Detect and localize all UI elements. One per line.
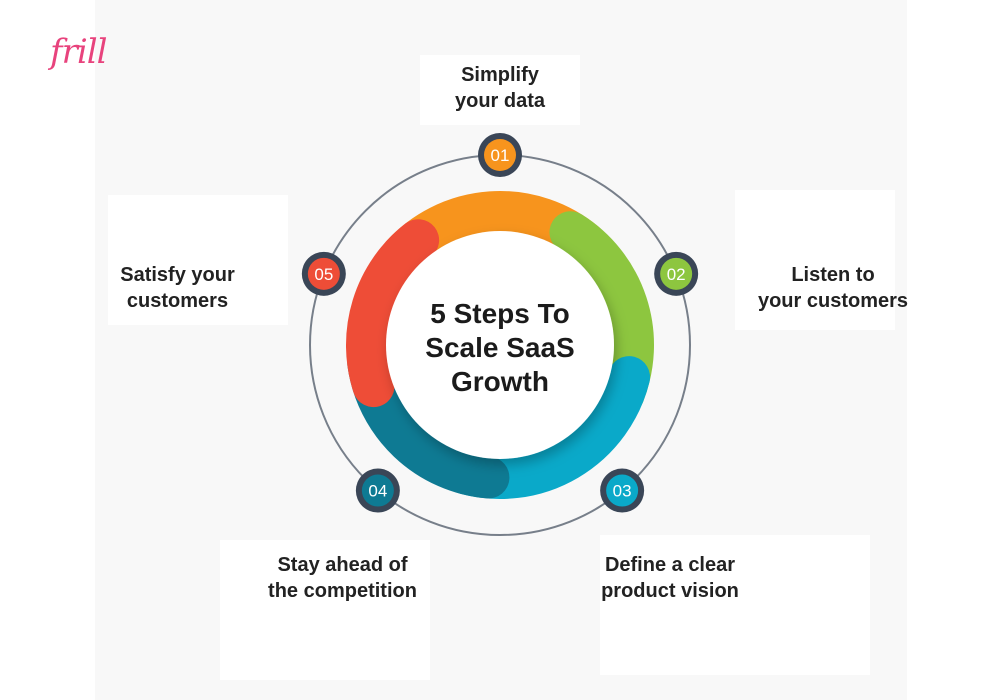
step-badge-05: 05 <box>301 251 346 296</box>
label-box-01 <box>420 55 580 125</box>
step-badge-04: 04 <box>355 468 400 513</box>
label-box-05 <box>108 195 288 325</box>
ring-segment-05 <box>346 219 440 408</box>
step-label-03: Define a clear product vision <box>580 552 760 604</box>
step-label-01: Simplify your data <box>420 62 580 114</box>
badge-number: 04 <box>368 482 387 501</box>
step-badge-03: 03 <box>600 468 645 513</box>
step-label-02: Listen to your customers <box>738 262 928 314</box>
step-03-line1: Define a clear <box>604 554 736 576</box>
step-label-04: Stay ahead of the competition <box>250 552 435 604</box>
step-04-line2: the competition <box>268 580 417 602</box>
label-box-02 <box>735 190 895 330</box>
step-01-line1: Simplify <box>461 64 539 86</box>
diagram-title: 5 Steps To Scale SaaS Growth <box>400 297 600 399</box>
badge-fill <box>606 474 639 507</box>
step-01-line2: your data <box>454 90 546 112</box>
step-05-line2: customers <box>126 290 229 312</box>
step-03-line2: product vision <box>601 580 739 602</box>
frill-logo: frill <box>50 32 107 72</box>
badge-fill <box>660 257 693 290</box>
badge-number: 05 <box>314 265 333 284</box>
badge-number: 02 <box>667 265 686 284</box>
title-line-2: Scale SaaS <box>425 332 575 363</box>
step-badges: 01 02 03 04 05 <box>301 133 699 513</box>
ring-segments <box>346 191 654 499</box>
step-04-line1: Stay ahead of <box>277 554 408 576</box>
label-box-04 <box>220 540 430 680</box>
label-box-03 <box>600 535 870 675</box>
badge-fill <box>484 139 516 171</box>
step-label-05: Satisfy your customers <box>105 262 250 314</box>
title-line-3: Growth <box>451 366 549 397</box>
step-02-line2: your customers <box>757 290 909 312</box>
step-badge-02: 02 <box>654 251 699 296</box>
step-05-line1: Satisfy your <box>120 264 235 286</box>
center-disc <box>386 231 614 459</box>
badge-fill <box>307 257 340 290</box>
title-line-1: 5 Steps To <box>430 298 570 329</box>
badge-number: 03 <box>613 482 632 501</box>
badge-fill <box>361 474 394 507</box>
badge-number: 01 <box>491 146 510 165</box>
step-badge-01: 01 <box>478 133 522 177</box>
step-02-line1: Listen to <box>791 264 875 286</box>
